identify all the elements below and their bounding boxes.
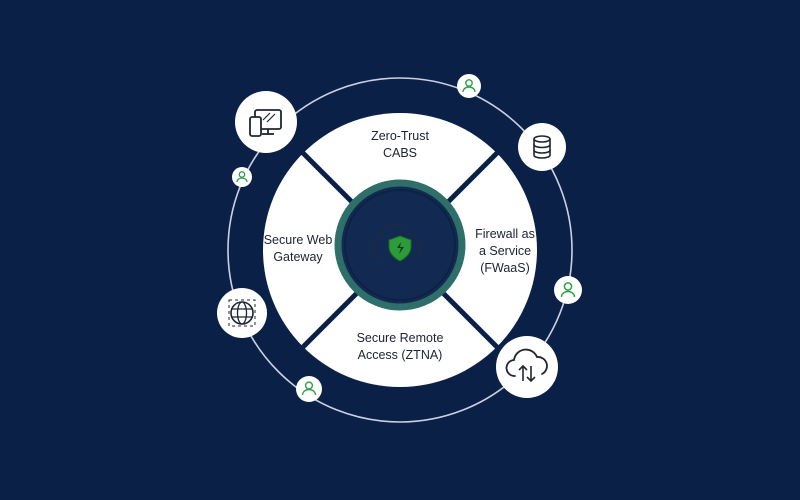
user-icon [296, 376, 322, 402]
orbit-ring [227, 77, 573, 423]
user-icon [554, 276, 582, 304]
segment-label-swg: Secure Web Gateway [263, 233, 333, 264]
globe-icon [217, 288, 267, 338]
cloud-sync-icon [496, 336, 558, 398]
user-icon [232, 167, 252, 187]
segment-label-fwaas: Firewall as a Service (FWaaS) [475, 227, 535, 275]
center-core-inner [344, 189, 456, 301]
devices-icon [235, 91, 297, 153]
database-icon [518, 123, 566, 171]
segment-label-zero-trust: Zero-Trust CABS [371, 129, 429, 160]
user-icon [457, 74, 481, 98]
cloud-shield-icon [372, 224, 421, 262]
segment-label-ztna: Secure Remote Access (ZTNA) [356, 331, 444, 362]
